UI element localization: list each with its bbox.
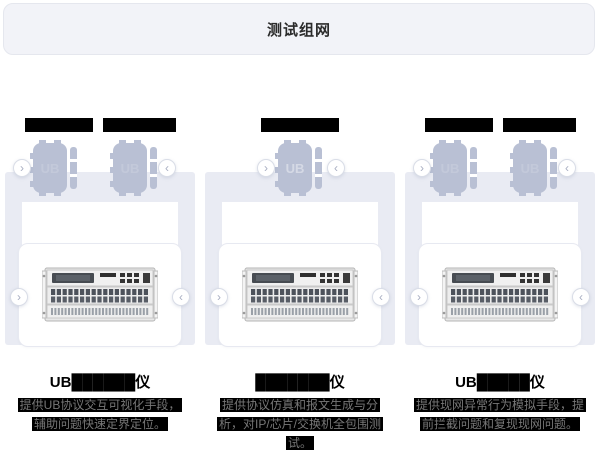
arrow-circle-left-icon[interactable]: ‹ bbox=[172, 288, 190, 306]
chip-pins bbox=[39, 192, 62, 196]
chip-connector-rail bbox=[315, 147, 322, 189]
chip-pins bbox=[119, 192, 142, 196]
rack-tester-image bbox=[242, 267, 358, 322]
arrow-circle-right-icon[interactable]: › bbox=[257, 159, 275, 177]
arrow-right-glyph: › bbox=[17, 289, 21, 304]
arrow-circle-left-icon[interactable]: ‹ bbox=[372, 288, 390, 306]
device-labels: ████████ ████████ bbox=[0, 118, 200, 132]
chip-device-icon: UB bbox=[510, 140, 560, 196]
arrow-left-glyph: ‹ bbox=[579, 289, 583, 304]
chip-connector-rail bbox=[550, 147, 557, 189]
chip-body bbox=[513, 143, 547, 193]
arrow-circle-left-icon[interactable]: ‹ bbox=[158, 159, 176, 177]
page-title: 测试组网 bbox=[266, 21, 331, 39]
description-line: 提供协议仿真和报文生成与分 bbox=[219, 398, 380, 412]
column-network-tester: █████████ › UB ‹ › bbox=[200, 0, 400, 450]
product-title: UB█████仪 bbox=[455, 374, 545, 391]
arrow-right-glyph: › bbox=[264, 160, 268, 175]
chip-pins bbox=[110, 153, 114, 187]
chip-pins bbox=[439, 140, 462, 144]
chip-pins bbox=[439, 192, 462, 196]
redacted-device-label: ████████ bbox=[424, 118, 493, 132]
chip-label: UB bbox=[40, 160, 60, 176]
arrow-left-glyph: ‹ bbox=[179, 289, 183, 304]
chip-pins bbox=[430, 153, 434, 187]
arrow-circle-left-icon[interactable]: ‹ bbox=[558, 159, 576, 177]
description-line: 辅助问题快速定界定位。 bbox=[31, 417, 168, 431]
arrow-circle-right-icon[interactable]: › bbox=[413, 159, 431, 177]
rack-ear-right bbox=[153, 270, 158, 319]
arrow-left-glyph: ‹ bbox=[334, 160, 338, 175]
arrow-circle-right-icon[interactable]: › bbox=[210, 288, 228, 306]
arrow-left-glyph: ‹ bbox=[565, 160, 569, 175]
arrow-circle-left-icon[interactable]: ‹ bbox=[572, 288, 590, 306]
device-labels: ████████ ████████ bbox=[400, 118, 600, 132]
arrow-right-glyph: › bbox=[217, 289, 221, 304]
chip-pins bbox=[284, 140, 307, 144]
arrow-circle-left-icon[interactable]: ‹ bbox=[327, 159, 345, 177]
column-ub-protocol-analyzer: ████████ ████████ › UB UB ‹ bbox=[0, 0, 200, 450]
redacted-device-label: ████████ bbox=[502, 118, 576, 132]
chip-label: UB bbox=[520, 160, 540, 176]
arrow-right-glyph: › bbox=[20, 160, 24, 175]
arrow-circle-right-icon[interactable]: › bbox=[13, 159, 31, 177]
tester-card bbox=[418, 243, 582, 347]
tester-card bbox=[18, 243, 182, 347]
chip-label: UB bbox=[440, 160, 460, 176]
description-line: 提供UB协议交互可视化手段， bbox=[17, 398, 183, 412]
chip-device-icon: UB bbox=[275, 140, 325, 196]
chip-device-icon: UB bbox=[430, 140, 480, 196]
arrow-circle-right-icon[interactable]: › bbox=[10, 288, 28, 306]
chip-pins bbox=[119, 140, 142, 144]
chip-connector-rail bbox=[150, 147, 157, 189]
description-line: 试。 bbox=[285, 436, 314, 450]
chip-body bbox=[113, 143, 147, 193]
redacted-device-label: █████████ bbox=[261, 118, 339, 132]
chip-body bbox=[433, 143, 467, 193]
page-header: 测试组网 bbox=[3, 3, 595, 55]
chip-pins bbox=[519, 192, 542, 196]
device-labels: █████████ bbox=[200, 118, 400, 132]
description-line: 析，对IP/芯片/交换机全包围测 bbox=[216, 417, 383, 431]
description-line: 前拦截问题和复现现网问题。 bbox=[419, 417, 580, 431]
chip-pins bbox=[30, 153, 34, 187]
description-line: 提供现网异常行为模拟手段，提 bbox=[413, 398, 586, 412]
chip-device-icon: UB bbox=[30, 140, 80, 196]
arrow-circle-right-icon[interactable]: › bbox=[410, 288, 428, 306]
chip-label: UB bbox=[120, 160, 140, 176]
column-ub-impairment-tester: ████████ ████████ › UB UB ‹ bbox=[400, 0, 600, 450]
chip-connector-rail bbox=[70, 147, 77, 189]
arrow-left-glyph: ‹ bbox=[379, 289, 383, 304]
chip-pins bbox=[284, 192, 307, 196]
redacted-device-label: ████████ bbox=[102, 118, 176, 132]
arrow-left-glyph: ‹ bbox=[165, 160, 169, 175]
chip-pins bbox=[275, 153, 279, 187]
chip-device-icon: UB bbox=[110, 140, 160, 196]
chip-connector-rail bbox=[470, 147, 477, 189]
product-title: UB██████仪 bbox=[49, 374, 151, 391]
product-description: 提供协议仿真和报文生成与分 析，对IP/芯片/交换机全包围测 试。 bbox=[200, 396, 400, 453]
chip-label: UB bbox=[285, 160, 305, 176]
arrow-right-glyph: › bbox=[420, 160, 424, 175]
tester-card bbox=[218, 243, 382, 347]
chip-body bbox=[278, 143, 312, 193]
rack-ear-left bbox=[42, 270, 47, 319]
rack-tester-image bbox=[442, 267, 558, 322]
chip-pins bbox=[39, 140, 62, 144]
product-description: 提供UB协议交互可视化手段， 辅助问题快速定界定位。 bbox=[0, 396, 200, 434]
chip-pins bbox=[510, 153, 514, 187]
product-description: 提供现网异常行为模拟手段，提 前拦截问题和复现现网问题。 bbox=[400, 396, 600, 434]
product-title: ███████仪 bbox=[255, 374, 345, 391]
redacted-device-label: ████████ bbox=[24, 118, 93, 132]
arrow-right-glyph: › bbox=[417, 289, 421, 304]
chip-body bbox=[33, 143, 67, 193]
rack-tester-image bbox=[42, 267, 158, 322]
chip-pins bbox=[519, 140, 542, 144]
